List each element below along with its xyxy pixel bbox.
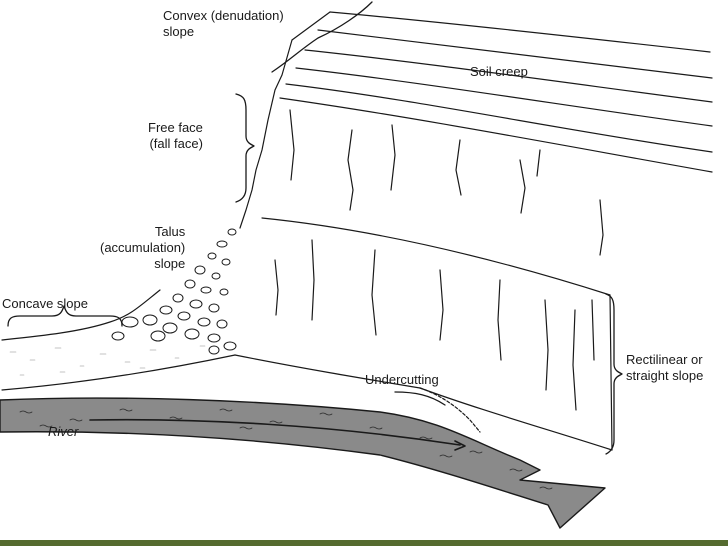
undercutting-label: Undercutting xyxy=(365,372,439,387)
river-label: River xyxy=(48,424,79,439)
talus-rocks xyxy=(111,228,237,355)
talus-slope-label: Talus (accumulation) slope xyxy=(100,224,186,271)
undercut-notch xyxy=(419,387,481,433)
soil-creep-label: Soil creep xyxy=(470,64,528,79)
soil-creep-lines xyxy=(279,11,713,173)
rectilinear-slope-label: Rectilinear or straight slope xyxy=(626,352,704,383)
convex-slope-label: Convex (denudation) slope xyxy=(163,8,284,39)
free-face-label: Free face (fall face) xyxy=(148,120,203,151)
floodplain xyxy=(1,289,236,391)
cliff-face xyxy=(261,109,613,451)
footer-bar xyxy=(0,540,728,546)
concave-slope-label: Concave slope xyxy=(2,296,88,311)
label-brackets xyxy=(7,1,623,455)
cliff-base-line xyxy=(234,354,421,389)
river xyxy=(0,397,606,529)
free-face-edge xyxy=(239,39,293,229)
